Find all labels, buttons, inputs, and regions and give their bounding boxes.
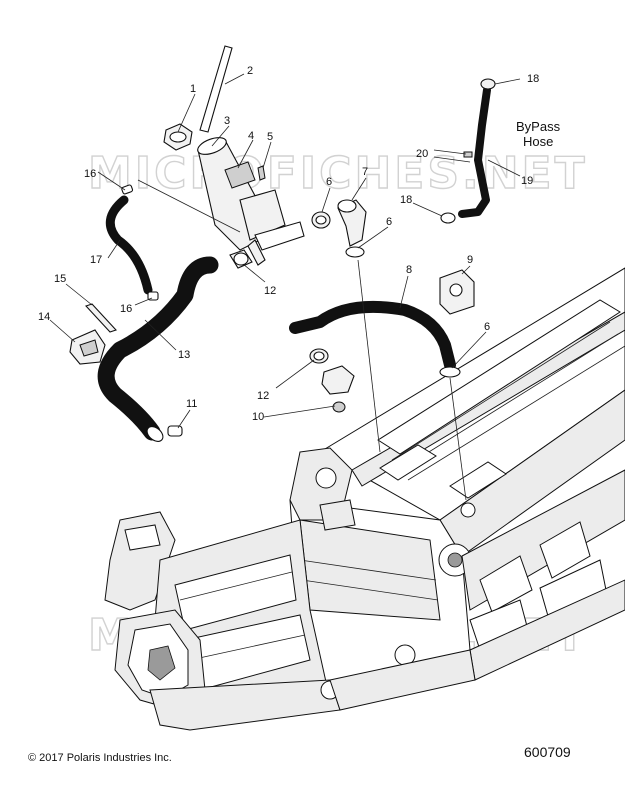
callout-18-lower: 18 [400, 194, 412, 206]
callout-8: 8 [406, 264, 412, 276]
callout-19: 19 [521, 175, 533, 187]
callout-labels: 2 1 3 4 5 16 17 6 7 6 12 15 16 14 13 8 9… [38, 65, 539, 423]
callout-12-lower: 12 [257, 390, 269, 402]
part-6-clamp-b [345, 246, 365, 258]
callout-4: 4 [248, 130, 254, 142]
callout-6-c: 6 [484, 321, 490, 333]
bypass-note-line2: Hose [523, 134, 553, 149]
callout-11: 11 [186, 398, 197, 410]
part-1-cap [163, 123, 193, 151]
callout-10: 10 [252, 411, 264, 423]
callout-6-a: 6 [326, 176, 332, 188]
callout-16-upper: 16 [84, 168, 96, 180]
chassis-frame [104, 267, 625, 731]
callout-9: 9 [467, 254, 473, 266]
part-2-vent-tube [199, 45, 233, 133]
part-14-bracket [69, 329, 106, 365]
part-5-screw [257, 165, 266, 181]
callout-17: 17 [90, 254, 102, 266]
part-9-block [439, 269, 475, 315]
callout-7: 7 [362, 166, 368, 178]
leader-lines [49, 73, 521, 501]
part-15-strap [85, 303, 117, 333]
part-16-clamp-lower [147, 291, 159, 301]
callout-2: 2 [247, 65, 253, 77]
watermark-top: MICROFICHES.NET [88, 148, 588, 199]
thermostat-housing [321, 365, 355, 395]
part-11-clamp [167, 425, 183, 437]
callout-1: 1 [190, 83, 196, 95]
callout-13: 13 [178, 349, 190, 361]
callout-14: 14 [38, 311, 50, 323]
part-3-4-fill-neck [197, 137, 305, 266]
callout-20: 20 [416, 148, 428, 160]
bypass-note-line1: ByPass [516, 119, 561, 134]
callout-16-lower: 16 [120, 303, 132, 315]
part-7-elbow [337, 199, 367, 247]
part-10-fitting [332, 401, 346, 413]
callout-3: 3 [224, 115, 230, 127]
callout-6-b: 6 [386, 216, 392, 228]
part-17-small-hose [105, 195, 153, 295]
callout-5: 5 [267, 131, 273, 143]
bypass-hose [440, 78, 496, 224]
part-8-hose [289, 300, 456, 371]
diagram-id: 600709 [524, 744, 571, 760]
callout-18-upper: 18 [527, 73, 539, 85]
copyright-text: 2017 Polaris Industries Inc. [39, 752, 172, 764]
part-6-clamp-a [311, 211, 331, 229]
copyright-notice: © 2017 Polaris Industries Inc. [28, 752, 172, 764]
part-12-coupler-lower [309, 348, 329, 364]
part-6-clamp-c [439, 366, 461, 378]
callout-15: 15 [54, 273, 66, 285]
part-12-coupler-upper [229, 249, 253, 269]
part-13-large-hose [97, 256, 219, 442]
bypass-hose-note: ByPass Hose [516, 119, 561, 149]
copyright-symbol: © [28, 752, 37, 764]
callout-12-upper: 12 [264, 285, 276, 297]
part-16-clamp-upper [121, 184, 134, 195]
